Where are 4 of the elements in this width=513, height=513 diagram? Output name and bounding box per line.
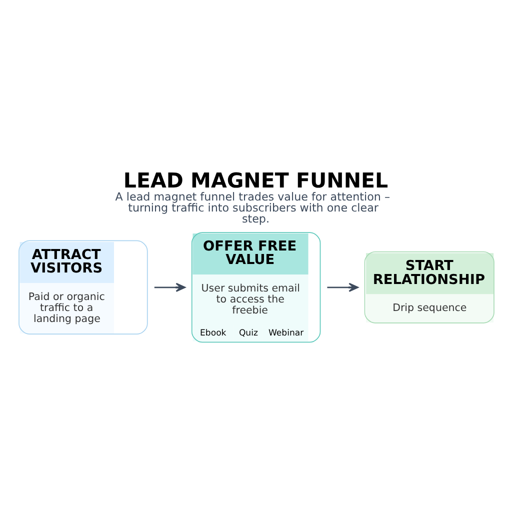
diagram-title: LEAD MAGNET FUNNEL bbox=[123, 168, 388, 192]
arrow bbox=[154, 282, 186, 292]
caption: A lead magnet funnel trades value for attention – turning traffic into subscribers with one clear step. bbox=[115, 190, 390, 226]
arrow bbox=[327, 282, 358, 292]
